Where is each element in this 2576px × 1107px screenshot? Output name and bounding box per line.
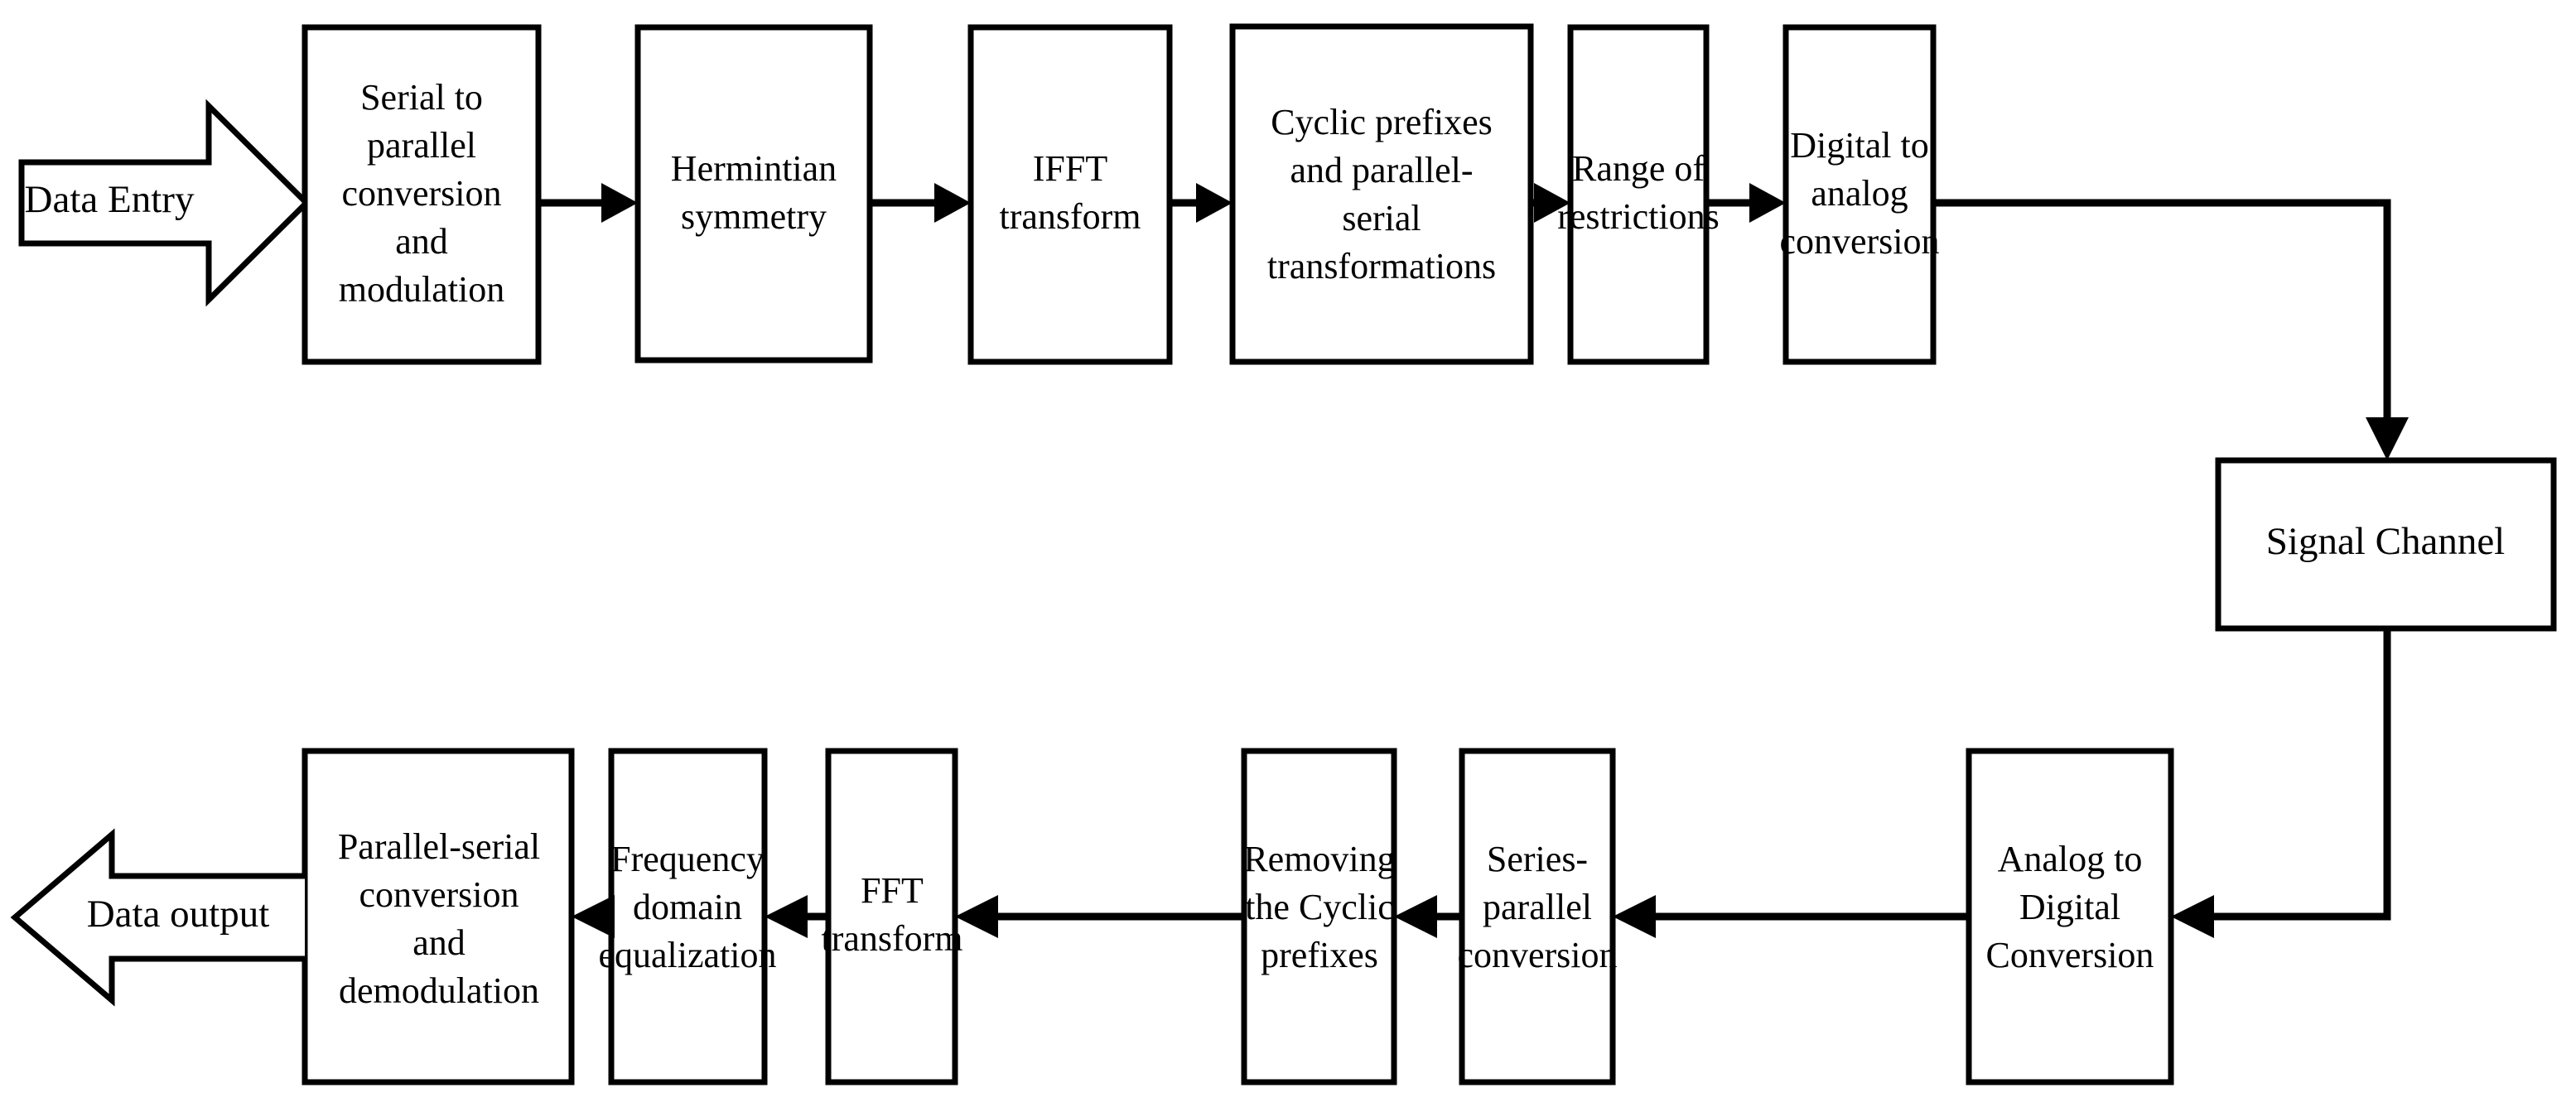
text-line: Frequency	[610, 839, 765, 879]
node-removing-cyclic-prefixes[interactable]	[1241, 748, 1397, 1085]
arrow-removing-cp-to-fft	[955, 895, 1244, 938]
text-line: Removing	[1243, 839, 1395, 879]
node-range-of-restrictions[interactable]	[1567, 24, 1710, 365]
node-serial-to-parallel[interactable]	[301, 24, 542, 365]
node-series-to-parallel-label: Series- parallel conversion	[1457, 839, 1617, 975]
text-line: FFT	[861, 870, 924, 911]
node-serial-to-parallel-label: Serial to parallel conversion and modula…	[339, 77, 504, 310]
node-hermintian-symmetry-label: Hermintian symmetry	[671, 148, 837, 237]
text-line: Analog to	[1998, 839, 2143, 879]
text-line: and	[412, 922, 466, 963]
arrow-fft-to-freq-eq	[765, 895, 828, 938]
node-cyclic-prefixes-label: Cyclic prefixes and parallel- serial tra…	[1267, 102, 1496, 286]
node-removing-cyclic-prefixes-label: Removing the Cyclic prefixes	[1243, 839, 1395, 975]
text-line: transform	[999, 196, 1141, 237]
node-signal-channel-label: Signal Channel	[2266, 520, 2506, 563]
text-line: demodulation	[339, 970, 539, 1011]
text-line: transform	[821, 918, 962, 959]
text-line: Series-	[1487, 839, 1588, 879]
text-line: Parallel-serial	[338, 826, 540, 867]
text-line: domain	[633, 887, 742, 927]
text-line: parallel	[1483, 887, 1592, 927]
node-analog-to-digital[interactable]	[1966, 748, 2174, 1085]
arrow-adc-to-series-parallel	[1613, 895, 1969, 938]
arrow-series-parallel-to-removing-cp	[1394, 895, 1462, 938]
connector-dac-to-channel	[1933, 199, 2409, 460]
node-hermintian-symmetry[interactable]	[634, 24, 873, 363]
text-line: parallel	[367, 125, 476, 166]
text-line: and parallel-	[1290, 150, 1473, 190]
text-line: conversion	[1457, 935, 1617, 975]
node-digital-to-analog[interactable]	[1782, 24, 1937, 365]
text-line: analog	[1811, 173, 1908, 214]
connector-channel-to-adc	[2171, 628, 2391, 938]
text-line: Serial to	[360, 77, 483, 118]
data-entry-label: Data Entry	[25, 178, 195, 221]
text-line: Range of	[1572, 148, 1705, 189]
arrow-cyclic-to-range	[1531, 183, 1570, 223]
text-line: the Cyclic	[1245, 887, 1394, 927]
data-entry-arrow-shape	[18, 99, 311, 307]
node-range-of-restrictions-label: Range of restrictions	[1557, 148, 1720, 237]
node-cyclic-prefixes[interactable]	[1229, 23, 1534, 365]
node-fft-transform-label: FFT transform	[821, 870, 962, 959]
text-line: Cyclic prefixes	[1271, 102, 1493, 142]
text-line: Digital	[2019, 887, 2120, 927]
arrow-freq-eq-to-parallel-serial	[572, 895, 615, 938]
node-parallel-to-serial[interactable]	[301, 748, 575, 1085]
text-line: equalization	[598, 935, 776, 975]
text-line: Conversion	[1986, 935, 2154, 975]
arrow-range-to-dac	[1706, 183, 1786, 223]
node-frequency-domain-equalization-label: Frequency domain equalization	[598, 839, 776, 975]
text-line: and	[395, 221, 448, 262]
text-line: Hermintian	[671, 148, 837, 189]
text-line: restrictions	[1557, 196, 1720, 237]
data-output-arrow-shape	[10, 828, 305, 1007]
text-line: transformations	[1267, 246, 1496, 286]
text-line: Digital to	[1790, 125, 1928, 166]
text-line: symmetry	[681, 196, 827, 237]
text-line: conversion	[1779, 221, 1939, 262]
node-ifft-transform[interactable]	[967, 24, 1173, 365]
data-output-label: Data output	[87, 893, 270, 936]
text-line: prefixes	[1261, 935, 1378, 975]
arrow-hermintian-to-ifft	[870, 183, 971, 223]
text-line: serial	[1342, 198, 1421, 238]
node-analog-to-digital-label: Analog to Digital Conversion	[1986, 839, 2154, 975]
node-fft-transform[interactable]	[825, 748, 958, 1085]
arrow-serial-to-hermintian	[538, 183, 638, 223]
text-line: modulation	[339, 269, 504, 310]
node-parallel-to-serial-label: Parallel-serial conversion and demodulat…	[338, 826, 540, 1011]
node-ifft-transform-label: IFFT transform	[999, 148, 1141, 237]
text-line: conversion	[341, 173, 501, 214]
text-line: conversion	[359, 874, 519, 915]
text-line: IFFT	[1033, 148, 1108, 189]
arrow-ifft-to-cyclic-prefixes	[1170, 183, 1233, 223]
node-digital-to-analog-label: Digital to analog conversion	[1779, 125, 1939, 262]
